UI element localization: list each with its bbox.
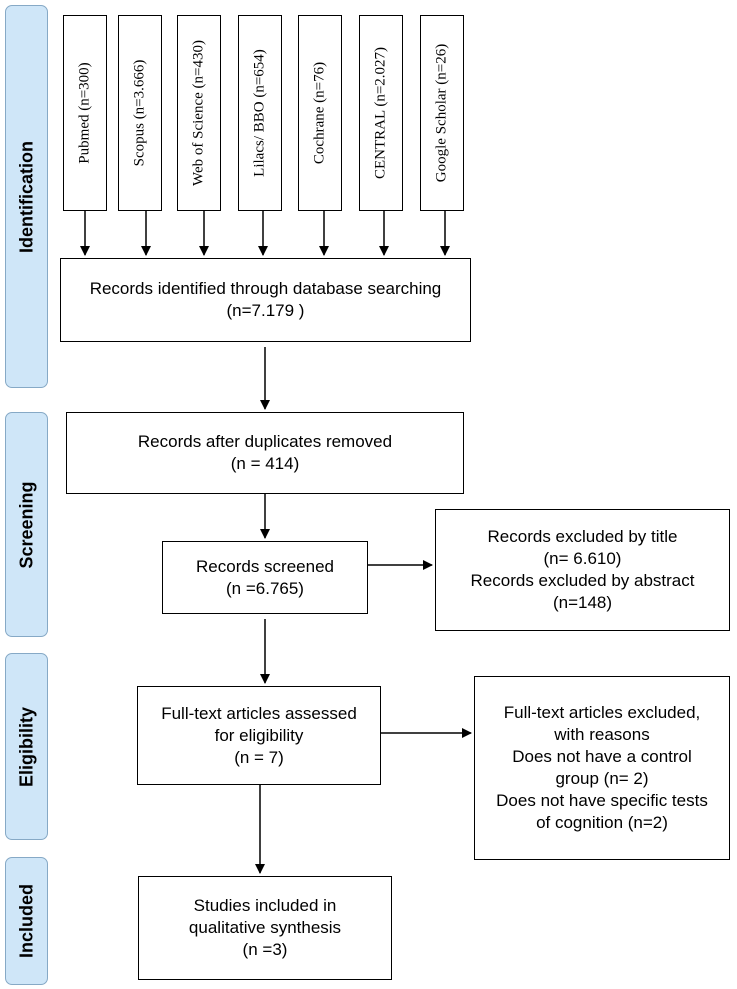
- fulltext-excluded-line3: Does not have a control: [512, 747, 692, 766]
- records-excluded-box: Records excluded by title (n= 6.610) Rec…: [435, 509, 730, 631]
- stage-eligibility: Eligibility: [5, 653, 48, 840]
- database-box-web-of-science: Web of Science (n=430): [177, 15, 221, 211]
- records-identified-box: Records identified through database sear…: [60, 258, 471, 342]
- studies-included-line1: Studies included in: [193, 896, 337, 915]
- records-excluded-line1: Records excluded by title: [487, 527, 678, 546]
- database-box-pubmed: Pubmed (n=300): [63, 15, 107, 211]
- fulltext-assessed-line1: Full-text articles assessed: [161, 703, 357, 723]
- fulltext-excluded-line2: with reasons: [554, 725, 650, 744]
- duplicates-removed-box: Records after duplicates removed (n = 41…: [66, 412, 464, 494]
- studies-included-line3: (n =3): [242, 940, 288, 959]
- fulltext-excluded-box: Full-text articles excluded, with reason…: [474, 676, 730, 860]
- fulltext-excluded-line4: group (n= 2): [555, 769, 649, 788]
- fulltext-excluded-line5: Does not have specific tests: [496, 791, 708, 810]
- duplicates-removed-line2: (n = 414): [230, 454, 300, 473]
- records-screened-line1: Records screened: [196, 556, 334, 576]
- records-excluded-line2: (n= 6.610): [543, 549, 622, 568]
- stage-screening: Screening: [5, 412, 48, 637]
- duplicates-removed-line1: Records after duplicates removed: [137, 432, 393, 451]
- studies-included-box: Studies included in qualitative synthesi…: [138, 876, 392, 980]
- fulltext-assessed-line2: for eligibility: [214, 725, 304, 745]
- stage-included: Included: [5, 857, 48, 985]
- stage-identification: Identification: [5, 5, 48, 388]
- studies-included-line2: qualitative synthesis: [188, 918, 342, 937]
- fulltext-excluded-line6: of cognition (n=2): [536, 813, 668, 832]
- fulltext-assessed-box: Full-text articles assessed for eligibil…: [137, 686, 381, 785]
- records-identified-line2: (n=7.179 ): [226, 301, 305, 320]
- records-identified-line1: Records identified through database sear…: [89, 279, 442, 298]
- records-screened-box: Records screened (n =6.765): [162, 541, 368, 614]
- records-screened-line2: (n =6.765): [226, 578, 304, 598]
- database-box-central: CENTRAL (n=2.027): [359, 15, 403, 211]
- database-box-google-scholar: Google Scholar (n=26): [420, 15, 464, 211]
- fulltext-excluded-line1: Full-text articles excluded,: [503, 703, 701, 722]
- records-excluded-line4: (n=148): [552, 593, 613, 612]
- records-excluded-line3: Records excluded by abstract: [470, 571, 695, 590]
- database-box-cochrane: Cochrane (n=76): [298, 15, 342, 211]
- database-box-lilacs-bbo: Lilacs/ BBO (n=654): [238, 15, 282, 211]
- fulltext-assessed-line3: (n = 7): [234, 747, 284, 767]
- database-box-scopus: Scopus (n=3.666): [118, 15, 162, 211]
